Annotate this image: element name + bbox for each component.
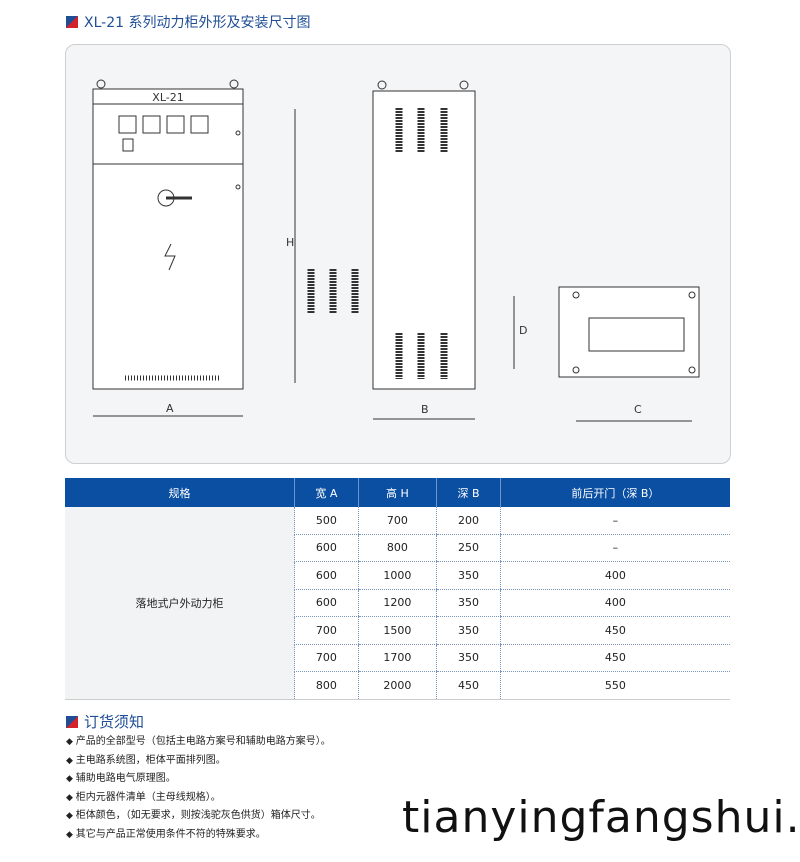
table-cell: 350 bbox=[436, 561, 501, 590]
title-mark-icon bbox=[66, 715, 78, 728]
table-cell: 700 bbox=[357, 507, 437, 535]
side-view: B bbox=[307, 80, 476, 420]
list-item: 产品的全部型号（包括主电路方案号和辅助电路方案号）。 bbox=[66, 733, 331, 752]
table-cell: 800 bbox=[294, 671, 359, 700]
col-door-depth: 前后开门（深 B） bbox=[499, 478, 730, 507]
top-view: D C bbox=[513, 286, 700, 422]
table-cell: 250 bbox=[436, 534, 501, 562]
list-item: 柜内元器件清单（主母线规格）。 bbox=[66, 789, 331, 808]
list-item: 其它与产品正常使用条件不符的特殊要求。 bbox=[66, 826, 331, 845]
order-list: 产品的全部型号（包括主电路方案号和辅助电路方案号）。 主电路系统图，柜体平面排列… bbox=[66, 733, 331, 844]
section-title: XL-21 系列动力柜外形及安装尺寸图 bbox=[66, 12, 310, 32]
table-cell: 500 bbox=[294, 507, 359, 535]
table-cell: 2000 bbox=[357, 671, 437, 700]
title-mark-icon bbox=[66, 16, 78, 28]
watermark: tianyingfangshui. bbox=[402, 792, 800, 843]
list-item: 柜体颜色，（如无要求，则按浅驼灰色供货）箱体尺寸。 bbox=[66, 807, 331, 826]
table-cell: 1700 bbox=[357, 644, 437, 672]
svg-text:D: D bbox=[519, 324, 527, 337]
dimension-drawing: XL-21 H A B D C bbox=[65, 44, 731, 464]
svg-text:H: H bbox=[286, 236, 294, 249]
table-cell: 200 bbox=[436, 507, 501, 535]
table-cell: 1200 bbox=[357, 589, 437, 617]
col-width: 宽 A bbox=[294, 478, 359, 507]
table-cell: 400 bbox=[499, 589, 730, 617]
table-cell: 600 bbox=[294, 589, 359, 617]
table-cell: 700 bbox=[294, 616, 359, 645]
table-cell: 800 bbox=[357, 534, 437, 562]
table-cell: 600 bbox=[294, 534, 359, 562]
svg-text:A: A bbox=[166, 402, 174, 415]
col-height: 高 H bbox=[357, 478, 437, 507]
panel-label: XL-21 bbox=[152, 91, 183, 104]
table-cell: 450 bbox=[499, 616, 730, 645]
table-cell: 700 bbox=[294, 644, 359, 672]
table-cell: – bbox=[499, 507, 730, 535]
table-cell: 600 bbox=[294, 561, 359, 590]
svg-text:C: C bbox=[634, 403, 642, 416]
col-depth: 深 B bbox=[436, 478, 501, 507]
col-spec: 规格 bbox=[65, 478, 295, 507]
table-cell: 1000 bbox=[357, 561, 437, 590]
spec-cell: 落地式户外动力柜 bbox=[65, 507, 295, 700]
table-cell: 1500 bbox=[357, 616, 437, 645]
table-cell: 400 bbox=[499, 561, 730, 590]
table-cell: 350 bbox=[436, 589, 501, 617]
svg-text:B: B bbox=[421, 403, 429, 416]
table-cell: 450 bbox=[499, 644, 730, 672]
list-item: 主电路系统图，柜体平面排列图。 bbox=[66, 752, 331, 771]
front-view: XL-21 H A bbox=[92, 79, 296, 417]
table-cell: 550 bbox=[499, 671, 730, 700]
list-item: 辅助电路电气原理图。 bbox=[66, 770, 331, 789]
table-cell: – bbox=[499, 534, 730, 562]
order-title: 订货须知 bbox=[66, 711, 144, 732]
table-cell: 450 bbox=[436, 671, 501, 700]
table-cell: 350 bbox=[436, 644, 501, 672]
table-cell: 350 bbox=[436, 616, 501, 645]
